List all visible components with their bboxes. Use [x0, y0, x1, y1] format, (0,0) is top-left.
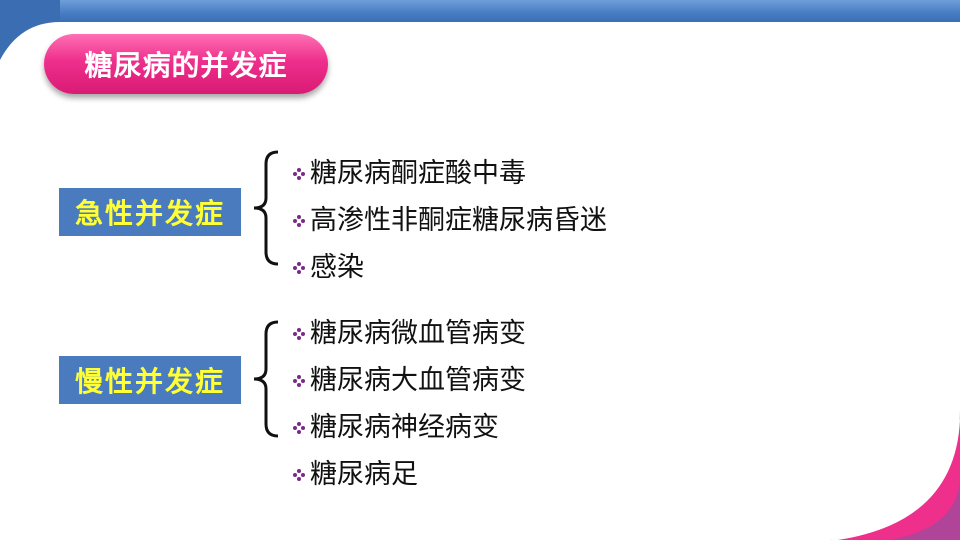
item-text: 感染: [310, 251, 364, 283]
diamond-dots-icon: [293, 375, 305, 387]
slide-title: 糖尿病的并发症: [84, 49, 288, 82]
list-item: 糖尿病微血管病变: [292, 310, 526, 350]
list-item: 高渗性非酮症糖尿病昏迷: [292, 197, 607, 237]
diamond-dots-icon: [293, 215, 305, 227]
item-text: 糖尿病神经病变: [310, 411, 499, 443]
list-item: 糖尿病大血管病变: [292, 357, 526, 397]
diamond-dots-icon: [293, 168, 305, 180]
list-item: 糖尿病神经病变: [292, 404, 499, 444]
category-chronic: 慢性并发症: [59, 356, 241, 404]
item-text: 糖尿病足: [310, 458, 418, 490]
list-item: 糖尿病酮症酸中毒: [292, 150, 526, 190]
brace-chronic: [253, 320, 279, 438]
category-acute: 急性并发症: [59, 188, 241, 236]
diamond-dots-icon: [293, 328, 305, 340]
diamond-dots-icon: [293, 422, 305, 434]
list-item: 感染: [292, 244, 364, 284]
top-banner: [0, 0, 960, 22]
brace-acute: [253, 150, 279, 266]
item-text: 糖尿病酮症酸中毒: [310, 157, 526, 189]
corner-swoosh-top-left: [0, 0, 60, 60]
corner-swoosh-bottom-right: [830, 410, 960, 540]
item-text: 糖尿病大血管病变: [310, 364, 526, 396]
diamond-dots-icon: [293, 262, 305, 274]
list-item: 糖尿病足: [292, 451, 418, 491]
item-text: 糖尿病微血管病变: [310, 317, 526, 349]
diamond-dots-icon: [293, 469, 305, 481]
title-badge: 糖尿病的并发症: [44, 34, 328, 94]
item-text: 高渗性非酮症糖尿病昏迷: [310, 204, 607, 236]
